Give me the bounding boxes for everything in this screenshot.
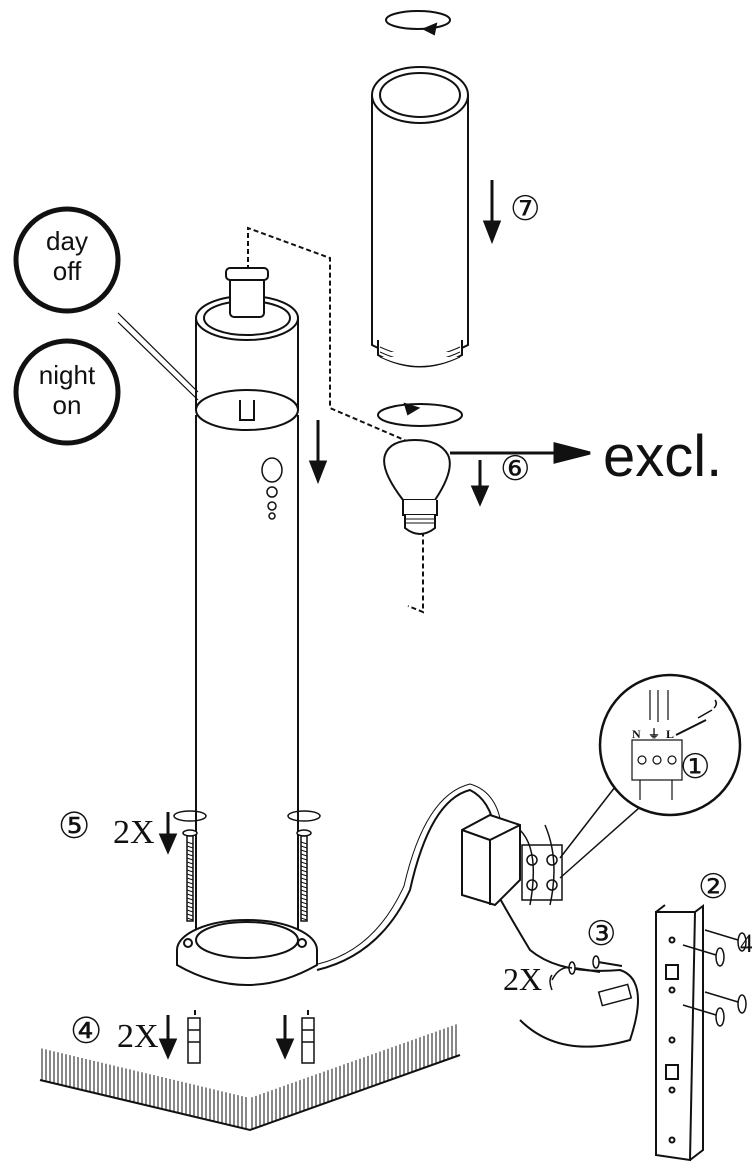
step-7-number: ⑦ [510, 191, 540, 228]
step-4-number: ④ [70, 1011, 102, 1051]
step6-arrow-down-icon [470, 460, 490, 507]
junction-box [461, 813, 521, 907]
step7-arrow-down-icon [482, 180, 502, 245]
terminal-neutral-label: N [632, 727, 641, 741]
terminal-live-label: L [666, 727, 674, 741]
day-off-indicator: day off [13, 206, 121, 314]
power-cable [316, 783, 639, 1048]
terminal-block [519, 824, 563, 906]
step-down-arrow-icon [308, 420, 328, 485]
wiring-detail-terminals [631, 690, 707, 800]
day-label: day [46, 226, 88, 256]
step4-arrow-icon [158, 1015, 295, 1060]
step-6-number: ⑥ [500, 451, 530, 488]
step-1-number: ① [680, 749, 710, 786]
step-5-number: ⑤ [58, 806, 90, 846]
connector-clamp [568, 955, 633, 1007]
top-cover [371, 66, 469, 368]
wall-plug-left [187, 1017, 201, 1064]
callout-leader-lines [559, 777, 649, 879]
excluded-arrow-icon [450, 442, 591, 464]
rotate-cover-icon [385, 10, 451, 36]
rotate-screw-icon [173, 810, 321, 822]
wall-plug-right [301, 1017, 315, 1064]
night-label: night [39, 360, 96, 390]
rotate-bulb-icon [377, 402, 463, 427]
screw-left [182, 829, 198, 922]
ground-surface [39, 1024, 461, 1132]
step-2-number: ② [698, 869, 728, 906]
night-on-indicator: night on [13, 338, 121, 446]
terminal-earth-label: ⏚ [648, 727, 660, 741]
rotate-connector-icon [549, 966, 573, 991]
step-4-quantity: 2X [117, 1018, 159, 1055]
step5-arrow-icon [158, 812, 178, 855]
step-3-number: ③ [586, 916, 616, 953]
off-label: off [53, 256, 82, 286]
excluded-label: excl. [603, 424, 722, 489]
on-label: on [53, 390, 82, 420]
light-bulb [383, 438, 451, 535]
motion-sensor-icon [261, 457, 283, 520]
step-3-quantity: 2X [503, 961, 542, 997]
screwdriver-icon [697, 699, 718, 719]
bollard-body [195, 267, 299, 930]
screw-right [296, 829, 312, 922]
plate-screws [682, 929, 747, 1027]
base-plate [176, 919, 318, 986]
step-5-quantity: 2X [113, 814, 155, 851]
mounting-plate [655, 904, 704, 1162]
sensor-leader-lines [117, 312, 199, 401]
plate-cut-label: 4 [740, 929, 752, 958]
